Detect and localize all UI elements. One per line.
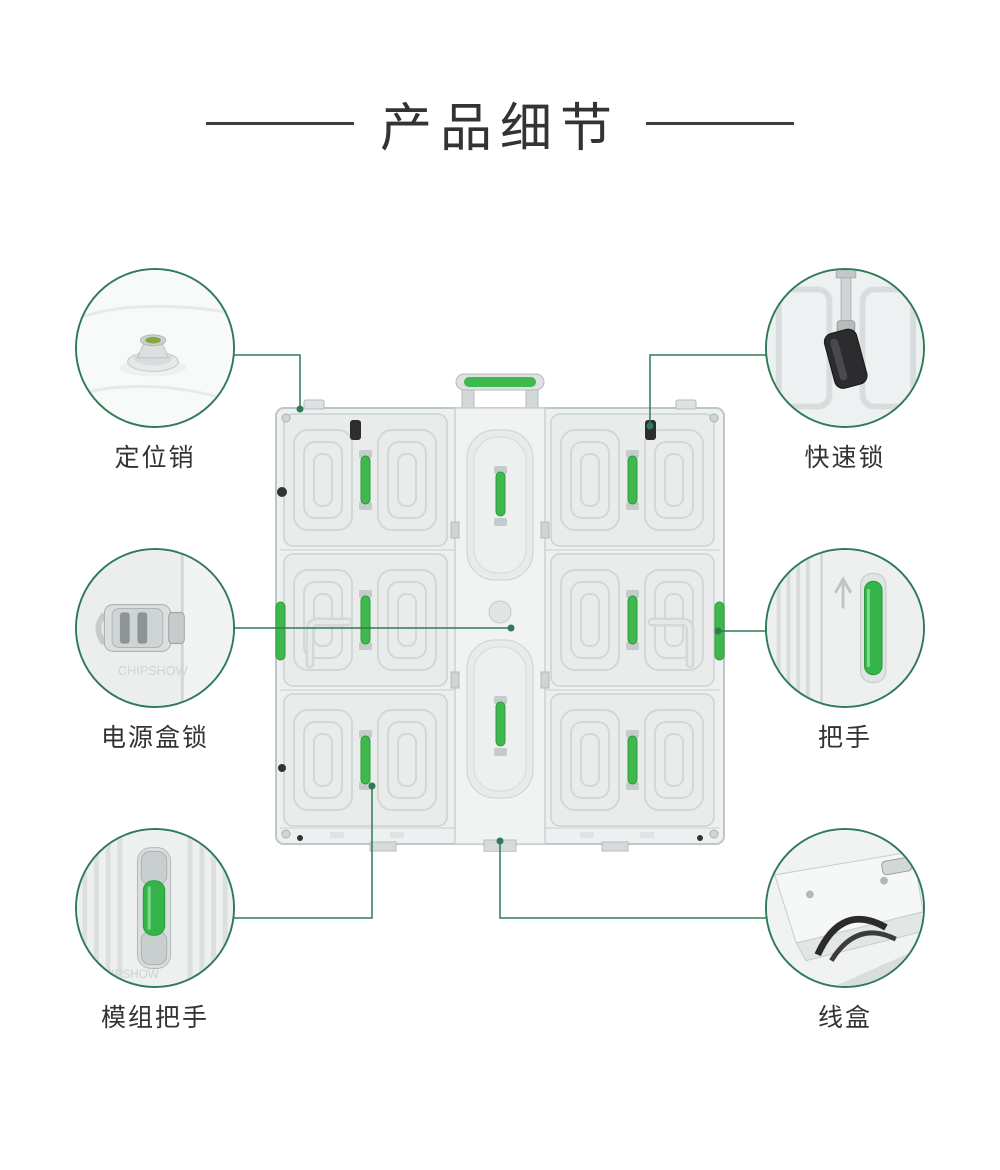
callout-label-wire-box: 线盒	[817, 1004, 872, 1032]
title-line-right	[646, 122, 794, 125]
title-line-left	[205, 122, 354, 125]
callout-photo-handle	[765, 548, 925, 708]
callout-label-positioning-pin: 定位销	[114, 444, 196, 472]
callout-label-module-handle: 模组把手	[100, 1004, 209, 1032]
callout-label-handle: 把手	[817, 724, 872, 752]
callout-label-quick-lock: 快速锁	[804, 444, 886, 472]
watermark-text: CHIPSHOW	[118, 664, 188, 678]
callout-label-power-box-lock: 电源盒锁	[100, 724, 209, 752]
callout-photo-module-handle: CHIPSHOW	[75, 828, 235, 988]
page-title: 产品细节	[379, 100, 620, 158]
connector-wire-box	[499, 843, 768, 919]
watermark-text: CHIPSHOW	[95, 968, 159, 981]
callout-photo-wire-box	[765, 828, 925, 988]
callout-photo-power-box-lock: CHIPSHOW	[75, 548, 235, 708]
callout-photo-positioning-pin	[75, 268, 235, 428]
product-image	[275, 373, 725, 852]
section-title-row: 产品细节	[0, 86, 1000, 161]
center-spine	[450, 407, 550, 845]
callout-photo-quick-lock	[765, 268, 925, 428]
cable-tubes	[305, 617, 695, 669]
